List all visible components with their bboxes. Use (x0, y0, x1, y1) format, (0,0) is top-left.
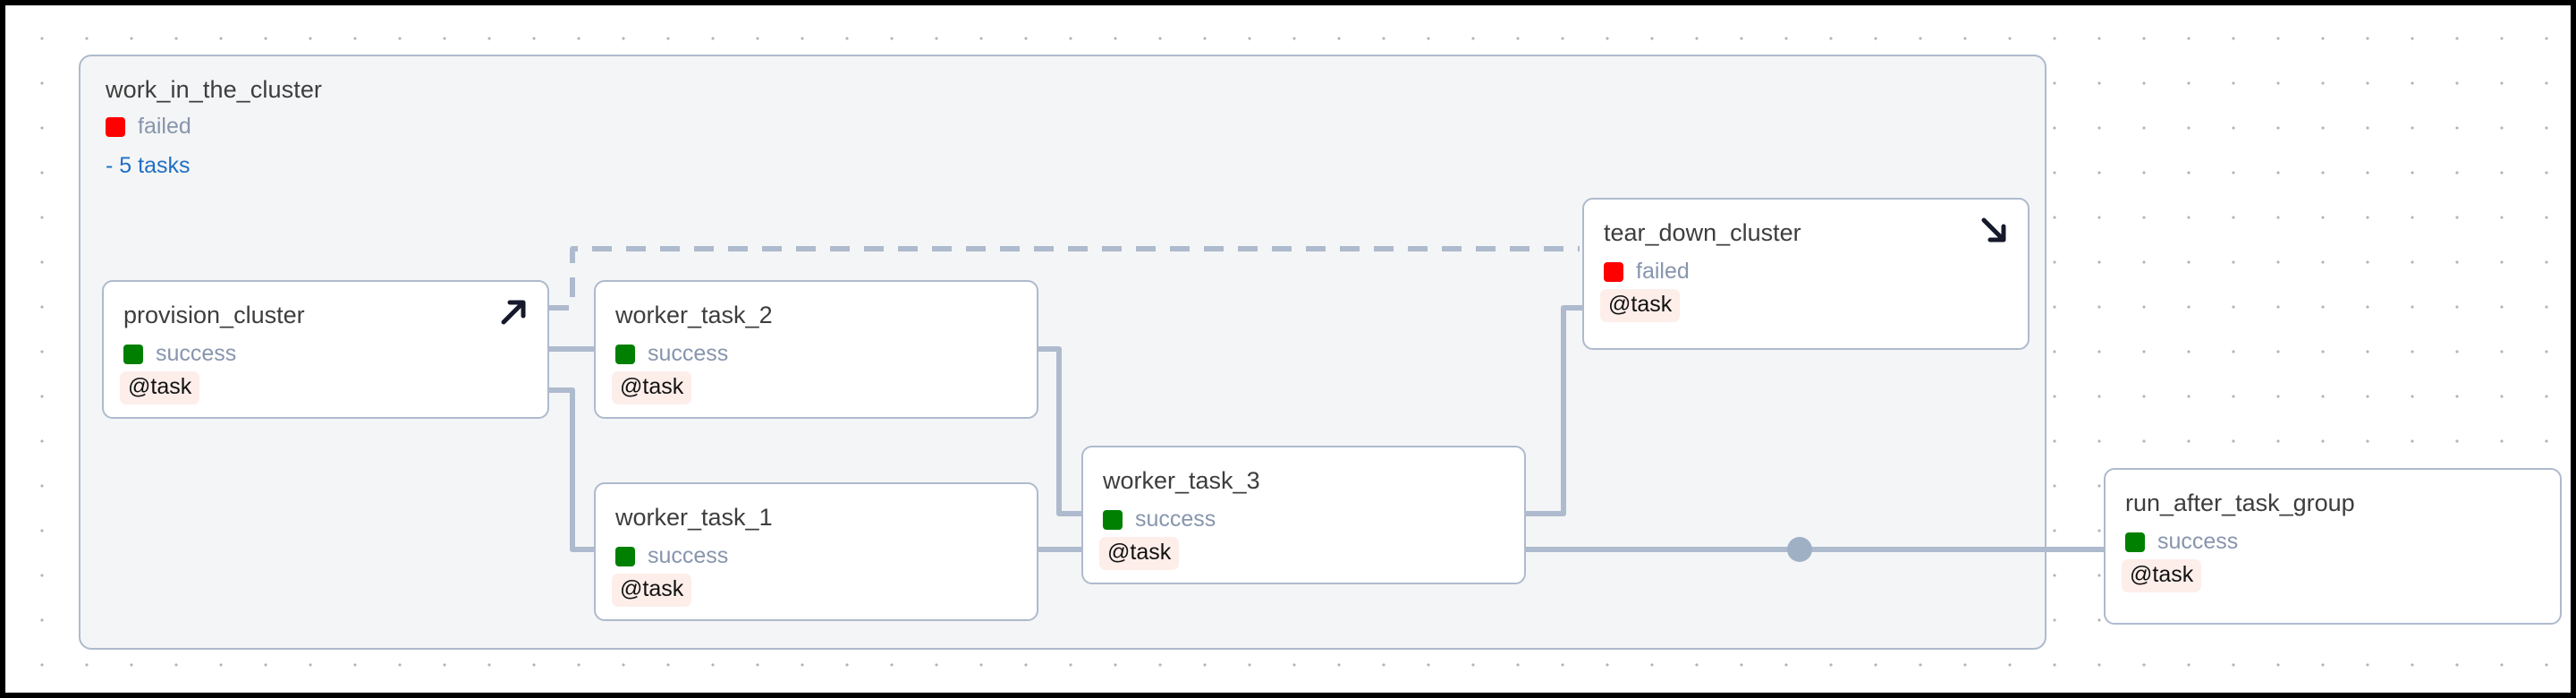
task-node-title: worker_task_1 (615, 504, 773, 531)
status-square-success (123, 344, 143, 364)
task-node-run-after-task-group[interactable]: run_after_task_group success @task (2104, 468, 2562, 625)
task-node-status-label: success (648, 543, 729, 568)
task-node-status-label: success (648, 341, 729, 366)
task-node-status-label: failed (1636, 259, 1690, 284)
task-group-title: work_in_the_cluster (106, 76, 323, 103)
task-node-status: failed (1604, 259, 1690, 285)
task-node-status: success (123, 341, 236, 367)
arrow-up-right-icon[interactable] (496, 294, 531, 330)
status-square-success (615, 344, 635, 364)
status-square-failed (106, 116, 125, 137)
status-square-failed (1604, 261, 1623, 282)
task-node-title: worker_task_2 (615, 302, 773, 328)
task-group-status-label: failed (138, 114, 191, 139)
task-node-operator-badge: @task (1600, 289, 1681, 322)
status-square-success (615, 546, 635, 566)
task-node-worker-task-1[interactable]: worker_task_1 success @task (594, 482, 1038, 621)
task-node-status: success (615, 341, 728, 367)
status-square-success (2125, 532, 2145, 552)
task-node-status-label: success (156, 341, 237, 366)
task-node-title: run_after_task_group (2125, 489, 2355, 516)
task-node-title: tear_down_cluster (1604, 219, 1801, 246)
task-node-status-label: success (1135, 506, 1216, 532)
task-node-status-label: success (2157, 529, 2239, 554)
task-node-operator-badge: @task (120, 371, 200, 404)
task-node-title: provision_cluster (123, 302, 305, 328)
task-node-operator-badge: @task (612, 371, 692, 404)
status-square-success (1103, 509, 1123, 530)
task-node-provision-cluster[interactable]: provision_cluster success @task (102, 280, 549, 419)
task-node-status: success (2125, 529, 2238, 555)
task-node-status: success (615, 543, 728, 569)
task-node-status: success (1103, 506, 1216, 532)
arrow-down-right-icon[interactable] (1976, 212, 2012, 248)
task-node-operator-badge: @task (2122, 559, 2202, 592)
task-node-title: worker_task_3 (1103, 467, 1260, 494)
task-node-operator-badge: @task (1099, 537, 1180, 570)
task-node-operator-badge: @task (612, 574, 692, 607)
task-node-worker-task-3[interactable]: worker_task_3 success @task (1081, 446, 1526, 584)
task-group-status: failed (106, 114, 191, 140)
task-group-collapse-toggle[interactable]: - 5 tasks (106, 153, 191, 178)
task-node-worker-task-2[interactable]: worker_task_2 success @task (594, 280, 1038, 419)
task-node-tear-down-cluster[interactable]: tear_down_cluster failed @task (1582, 198, 2029, 350)
